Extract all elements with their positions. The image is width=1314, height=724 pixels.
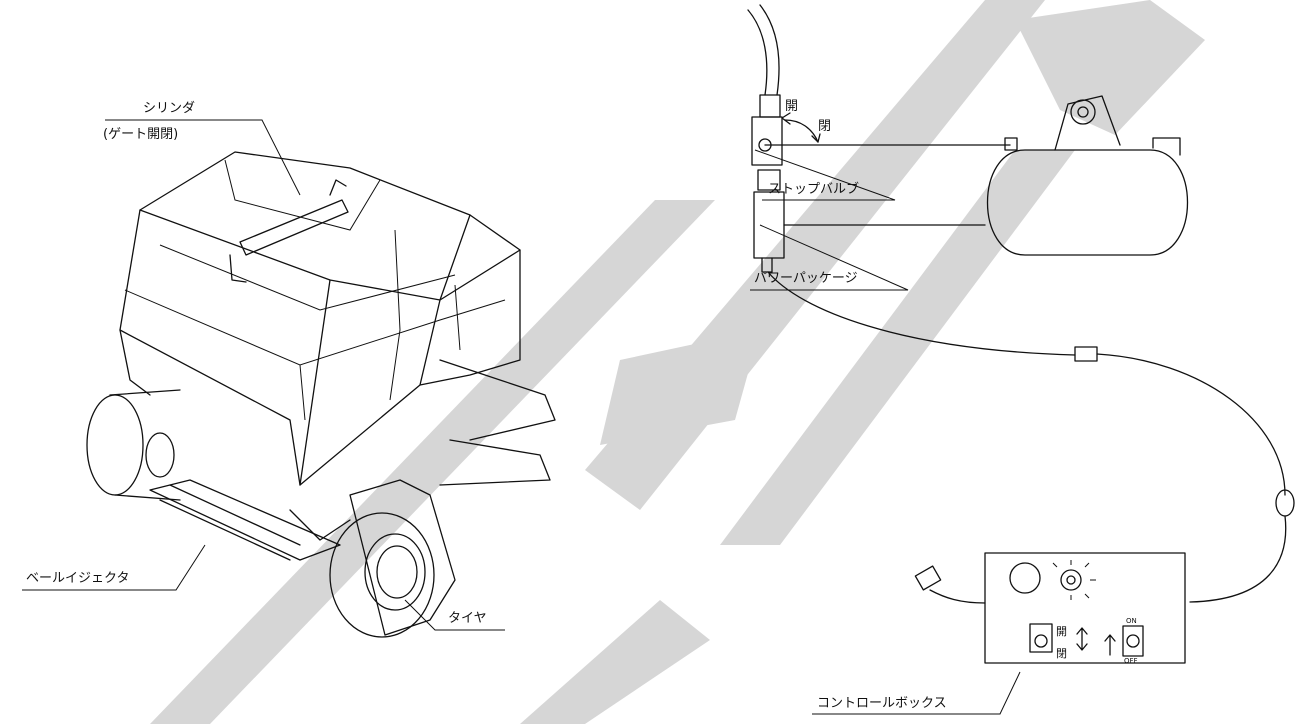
baler-machine <box>86 151 556 638</box>
label-cylinder: シリンダ <box>143 101 195 116</box>
label-tire: タイヤ <box>448 611 487 626</box>
label-control-box: コントロールボックス <box>817 696 947 711</box>
label-valve-open: 開 <box>785 99 798 114</box>
label-power-off: OFF <box>1124 657 1138 665</box>
label-power-package: パワーパッケージ <box>754 271 858 286</box>
label-cylinder-note: (ゲート開閉) <box>103 127 178 142</box>
hydraulic-labels: 開 閉 ストップバルブ パワーパッケージ コントロールボックス 開 閉 ON O… <box>750 99 1138 715</box>
hydraulic-unit <box>747 4 1295 664</box>
label-power-on: ON <box>1126 617 1137 625</box>
label-switch-open: 開 <box>1056 625 1067 638</box>
label-stop-valve: ストップバルブ <box>768 181 859 197</box>
baler-labels: シリンダ (ゲート開閉) ベールイジェクタ タイヤ <box>22 101 505 631</box>
label-bale-ejector: ベールイジェクタ <box>26 571 129 586</box>
watermark <box>150 0 1205 724</box>
label-switch-close: 閉 <box>1056 647 1067 660</box>
label-valve-close: 閉 <box>818 119 831 134</box>
